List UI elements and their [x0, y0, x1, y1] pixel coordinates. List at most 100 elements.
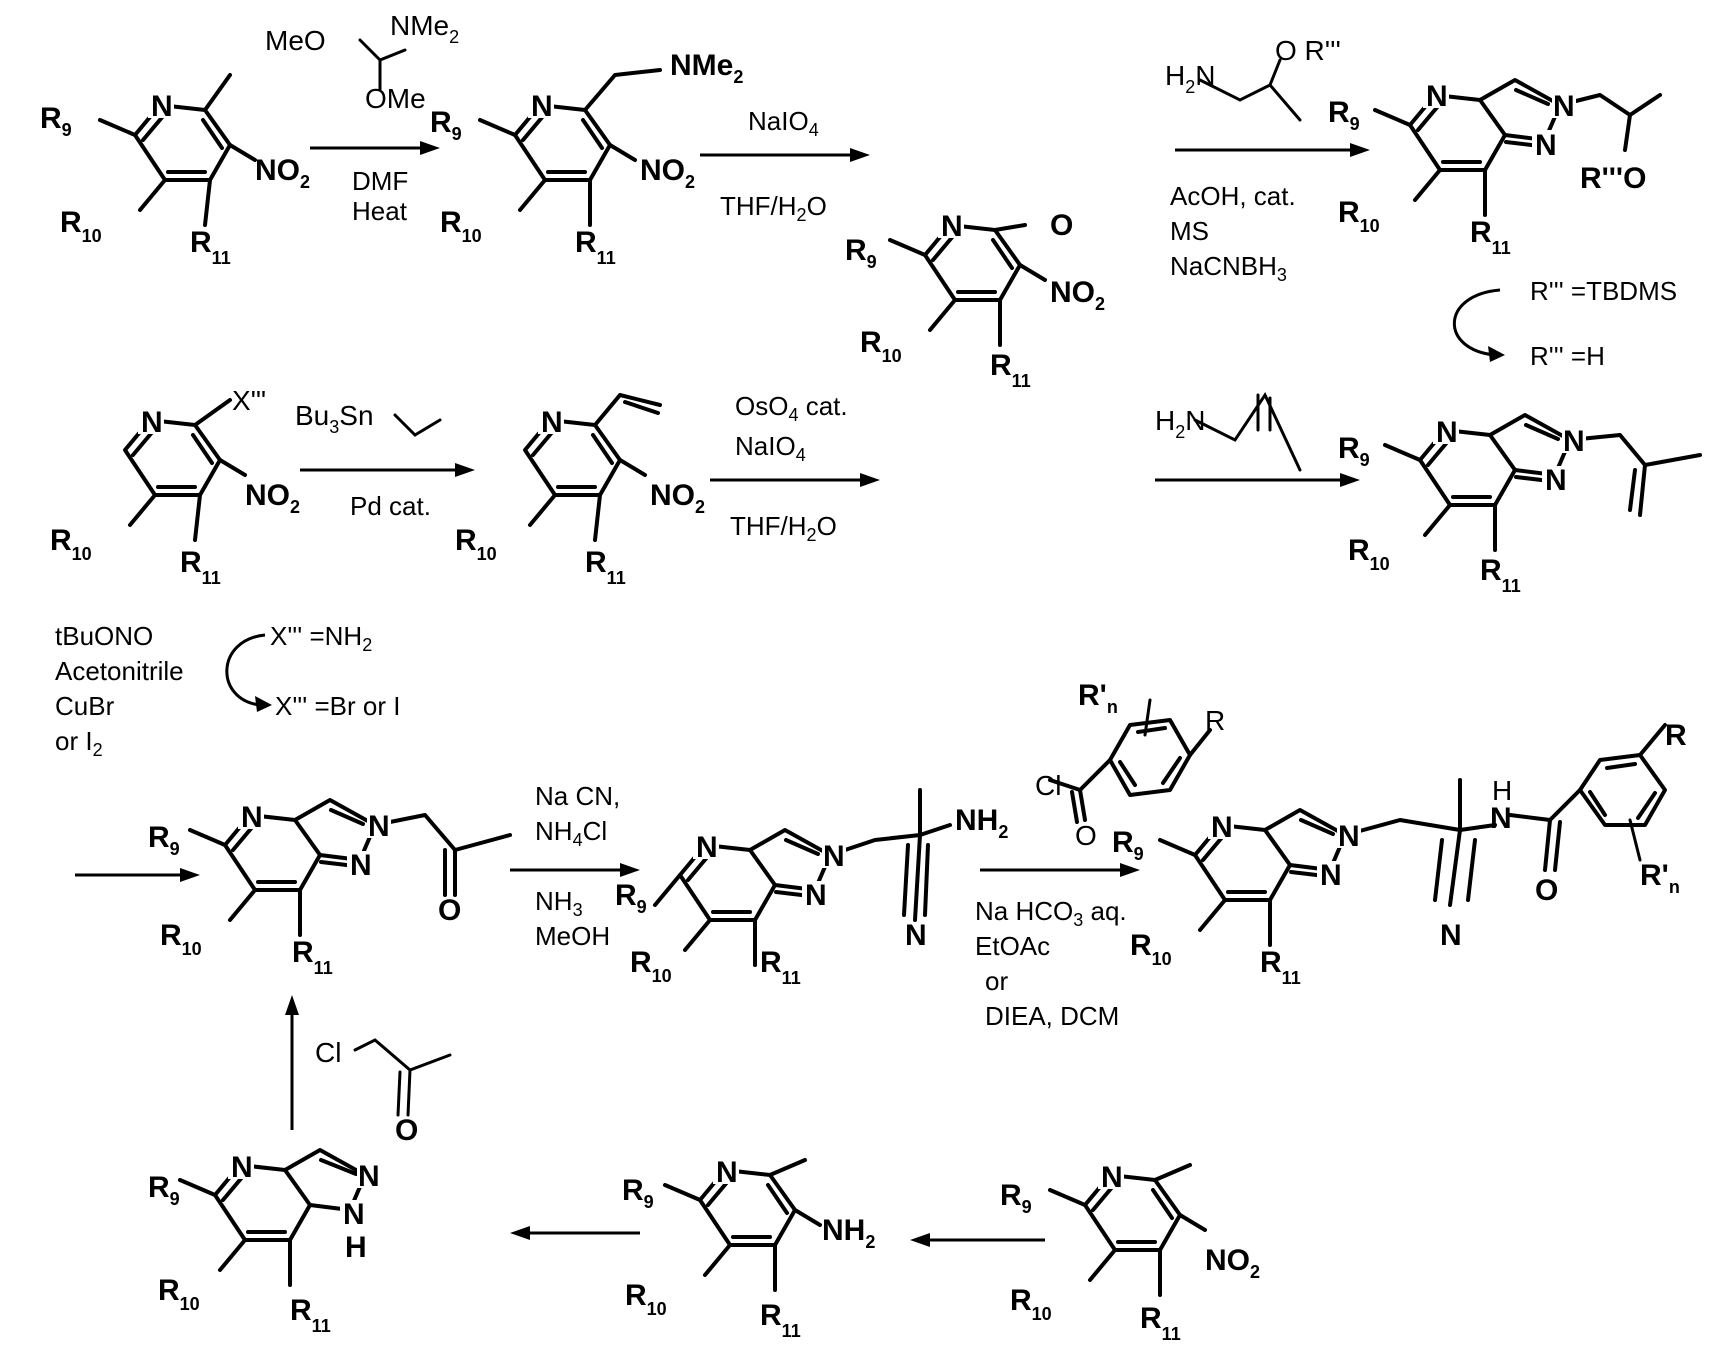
compound-1: N NO2 R9 R10 R11: [40, 75, 310, 268]
label-x-nh2: X''' =NH2: [270, 621, 372, 655]
atom-n: N: [231, 1151, 253, 1184]
atom-n: N: [823, 840, 845, 873]
atom-n: N: [358, 1160, 380, 1193]
atom-r9: R9: [148, 821, 180, 859]
atom-r10: R10: [630, 946, 672, 986]
atom-r10: R10: [1348, 534, 1390, 574]
label-cubr: CuBr: [55, 691, 115, 721]
atom-r11: R11: [575, 226, 616, 268]
atom-r11: R11: [292, 936, 333, 978]
atom-no2: NO2: [245, 479, 300, 517]
atom-r10: R10: [1130, 929, 1172, 969]
atom-r9: R9: [1112, 826, 1144, 864]
atom-n: N: [716, 1156, 738, 1189]
label-rppp-h: R''' =H: [1530, 341, 1605, 371]
atom-n: N: [343, 1198, 365, 1231]
atom-cl: Cl: [315, 1037, 341, 1068]
atom-no2: NO2: [650, 479, 705, 517]
atom-n: N: [141, 406, 163, 439]
atom-o: O: [1050, 209, 1073, 242]
atom-r11: R11: [190, 226, 231, 268]
label-rppp-tbdms: R''' =TBDMS: [1530, 276, 1677, 306]
atom-n: N: [696, 831, 718, 864]
compound-4: N N N R'''O R9 R10 R11: [1328, 80, 1660, 258]
atom-n: N: [941, 210, 963, 243]
atom-no2: NO2: [1050, 276, 1105, 314]
atom-n: N: [1553, 90, 1575, 123]
atom-n: N: [1338, 820, 1360, 853]
atom-nme2-reagent: NMe2: [390, 10, 459, 47]
atom-r9: R9: [40, 102, 72, 140]
atom-r11: R11: [760, 946, 801, 988]
atom-r11: R11: [760, 1299, 801, 1341]
atom-n: N: [241, 801, 263, 834]
atom-r11: R11: [990, 349, 1031, 391]
atom-r9: R9: [622, 1174, 654, 1212]
atom-r11: R11: [1470, 216, 1511, 258]
label-acoh: AcOH, cat.: [1170, 181, 1296, 211]
atom-nh2: NH2: [955, 804, 1008, 842]
compound-10: N N N H N O N R R'n R9 R10 R11: [1112, 719, 1687, 988]
label-etoac: EtOAc: [975, 931, 1050, 961]
atom-r11: R11: [1140, 1302, 1181, 1344]
label-nacnbh3: NaCNBH3: [1170, 251, 1287, 285]
reagent-methallylamine: H2N: [1155, 395, 1300, 470]
atom-bu3sn: Bu3Sn: [295, 400, 374, 437]
atom-amide-n: N: [1490, 802, 1512, 835]
atom-n: N: [1436, 416, 1458, 449]
atom-rprime-n: R'n: [1640, 859, 1680, 897]
label-ms: MS: [1170, 216, 1209, 246]
atom-h2n: H2N: [1155, 405, 1205, 442]
atom-n: N: [1426, 80, 1448, 113]
atom-r11: R11: [1260, 946, 1301, 988]
atom-o: O: [1075, 820, 1097, 851]
label-meoh: MeOH: [535, 921, 610, 951]
arrow-acylation: Na HCO3 aq. EtOAc or DIEA, DCM: [975, 863, 1140, 1031]
atom-r10: R10: [50, 524, 92, 564]
atom-rprime-n: R'n: [1078, 679, 1118, 717]
atom-n: N: [1545, 464, 1567, 497]
compound-2: N NMe2 NO2 R9 R10 R11: [430, 49, 743, 268]
atom-no2: NO2: [255, 154, 310, 192]
label-thf-h2o: THF/H2O: [730, 511, 837, 545]
atom-nitrile-n: N: [905, 919, 927, 952]
label-or: or: [985, 966, 1008, 996]
arrow-7: [1155, 473, 1360, 487]
label-thf-h2o: THF/H2O: [720, 191, 827, 225]
atom-r10: R10: [455, 524, 497, 564]
atom-r10: R10: [1010, 1284, 1052, 1324]
atom-n: N: [1563, 425, 1585, 458]
atom-n: N: [350, 849, 372, 882]
atom-r9: R9: [1338, 432, 1370, 470]
atom-n: N: [531, 90, 553, 123]
atom-n: N: [1320, 859, 1342, 892]
atom-r10: R10: [60, 206, 102, 246]
compound-8: N N N O R9 R10 R11: [148, 800, 510, 978]
arrow-up: Cl O: [285, 995, 450, 1147]
deprotection-arrow: R''' =TBDMS R''' =H: [1454, 276, 1677, 371]
label-naio4: NaIO4: [735, 431, 806, 465]
label-nh3: NH3: [535, 886, 583, 920]
atom-n: N: [151, 90, 173, 123]
compound-6: N NO2 R10 R11: [455, 395, 705, 588]
atom-r9: R9: [845, 234, 877, 272]
atom-r10: R10: [860, 326, 902, 366]
atom-rpppo: R'''O: [1580, 162, 1646, 195]
label-oso4: OsO4 cat.: [735, 391, 848, 425]
atom-r10: R10: [625, 1279, 667, 1319]
compound-13: N NO2 R9 R10 R11: [1000, 1161, 1260, 1344]
atom-r11: R11: [585, 546, 626, 588]
atom-r11: R11: [1480, 554, 1521, 596]
label-pd-cat: Pd cat.: [350, 491, 431, 521]
compound-5: N X'" NO2 R10 R11: [50, 385, 300, 588]
atom-h: H: [345, 1231, 367, 1264]
compound-3: N O NO2 R9 R10 R11: [845, 209, 1105, 391]
atom-h2n: H2N: [1165, 60, 1215, 97]
label-acetonitrile: Acetonitrile: [55, 656, 184, 686]
reagent-dmfdma: MeO NMe2 OMe: [265, 10, 459, 114]
atom-no2: NO2: [1205, 1244, 1260, 1282]
atom-r9: R9: [430, 106, 462, 144]
atom-n: N: [1101, 1161, 1123, 1194]
atom-nh2: NH2: [822, 1214, 875, 1252]
